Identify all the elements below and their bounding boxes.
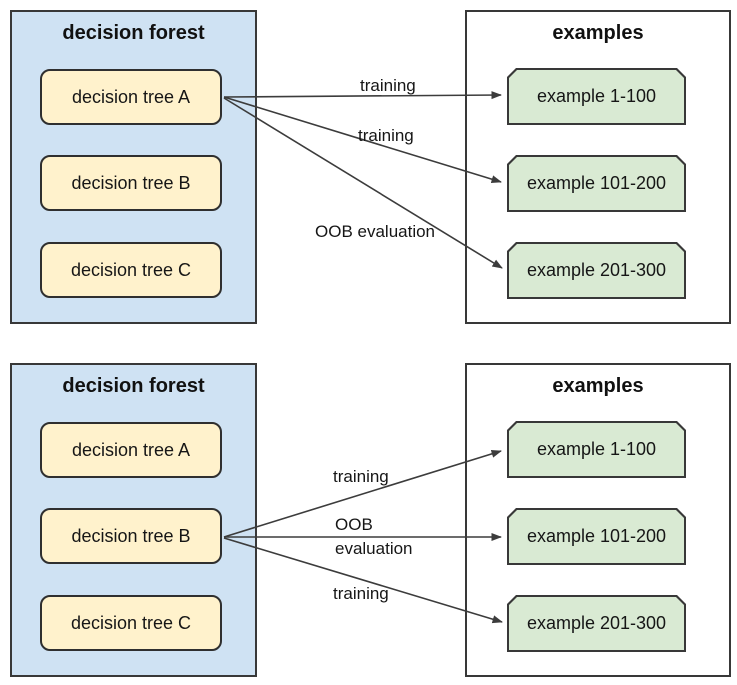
- example-201-300-node: example 201-300: [507, 242, 686, 299]
- example-1-100-node: example 1-100: [507, 421, 686, 478]
- examples-title: examples: [552, 22, 644, 44]
- decision-forest-box: decision forest decision tree A decision…: [10, 363, 257, 677]
- arrow-label-oob-evaluation: OOB evaluation: [335, 515, 413, 558]
- decision-tree-c-node: decision tree C: [40, 242, 222, 298]
- example-101-200-label: example 101-200: [509, 157, 684, 210]
- example-201-300-node: example 201-300: [507, 595, 686, 652]
- arrow-label-training-1: training: [333, 467, 389, 486]
- arrow-label-training-1: training: [360, 76, 416, 95]
- decision-forest-title: decision forest: [62, 22, 205, 44]
- arrow-label-training-2: training: [333, 584, 389, 603]
- decision-tree-c-label: decision tree C: [70, 259, 192, 280]
- arrow-label-training-2: training: [358, 126, 414, 145]
- arrow-label-oob-evaluation: OOB evaluation: [315, 222, 436, 241]
- examples-title: examples: [552, 375, 644, 397]
- example-1-100-label: example 1-100: [509, 423, 684, 476]
- decision-tree-a-node: decision tree A: [40, 422, 222, 478]
- example-101-200-label: example 101-200: [509, 510, 684, 563]
- example-201-300-label: example 201-300: [509, 244, 684, 297]
- decision-tree-b-label: decision tree B: [71, 525, 191, 546]
- decision-tree-c-node: decision tree C: [40, 595, 222, 651]
- panel-tree-b: decision forest decision tree A decision…: [0, 363, 737, 677]
- example-201-300-label: example 201-300: [509, 597, 684, 650]
- example-1-100-node: example 1-100: [507, 68, 686, 125]
- decision-forest-box: decision forest decision tree A decision…: [10, 10, 257, 324]
- decision-tree-b-node: decision tree B: [40, 508, 222, 564]
- example-101-200-node: example 101-200: [507, 155, 686, 212]
- arrow-oob-to-201-300: [223, 97, 503, 269]
- decision-tree-c-label: decision tree C: [70, 612, 192, 633]
- decision-tree-a-label: decision tree A: [71, 86, 191, 107]
- panel-tree-a: decision forest decision tree A decision…: [0, 10, 737, 324]
- decision-tree-a-node: decision tree A: [40, 69, 222, 125]
- decision-tree-b-label: decision tree B: [71, 172, 191, 193]
- example-1-100-label: example 1-100: [509, 70, 684, 123]
- decision-tree-b-node: decision tree B: [40, 155, 222, 211]
- examples-box: examples example 1-100 example 101-200 e…: [465, 363, 731, 677]
- examples-box: examples example 1-100 example 101-200 e…: [465, 10, 731, 324]
- decision-tree-a-label: decision tree A: [71, 439, 191, 460]
- decision-forest-title: decision forest: [62, 375, 205, 397]
- example-101-200-node: example 101-200: [507, 508, 686, 565]
